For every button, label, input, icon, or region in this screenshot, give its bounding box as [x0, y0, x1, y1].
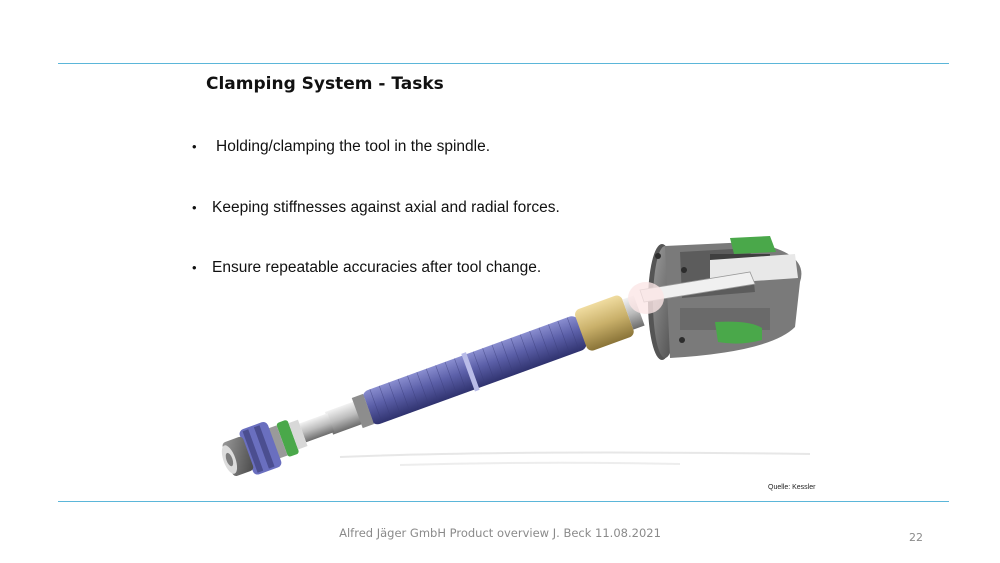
bullet-text: Ensure repeatable accuracies after tool … — [212, 259, 542, 276]
bullet-text: Holding/clamping the tool in the spindle… — [216, 138, 491, 155]
bullet-icon: • — [192, 139, 197, 154]
bullet-item: • Holding/clamping the tool in the spindl… — [192, 138, 490, 156]
shadow — [339, 451, 811, 466]
bullet-item: • Keeping stiffnesses against axial and r… — [192, 199, 560, 217]
footer-text: Alfred Jäger GmbH Product overview J. Be… — [339, 526, 661, 540]
bullet-icon: • — [192, 260, 197, 275]
bullet-icon: • — [192, 200, 197, 215]
top-divider — [58, 63, 949, 64]
image-source-caption: Quelle: Kessler — [768, 484, 816, 491]
bottom-divider — [58, 501, 949, 502]
spindle-housing — [628, 236, 802, 360]
slide-title: Clamping System - Tasks — [206, 74, 444, 94]
bullet-item: • Ensure repeatable accuracies after tool… — [192, 259, 541, 277]
page-number: 22 — [909, 531, 923, 544]
drawbar — [221, 295, 645, 477]
clamping-system-image — [210, 232, 830, 482]
bullet-text: Keeping stiffnesses against axial and ra… — [212, 199, 560, 216]
